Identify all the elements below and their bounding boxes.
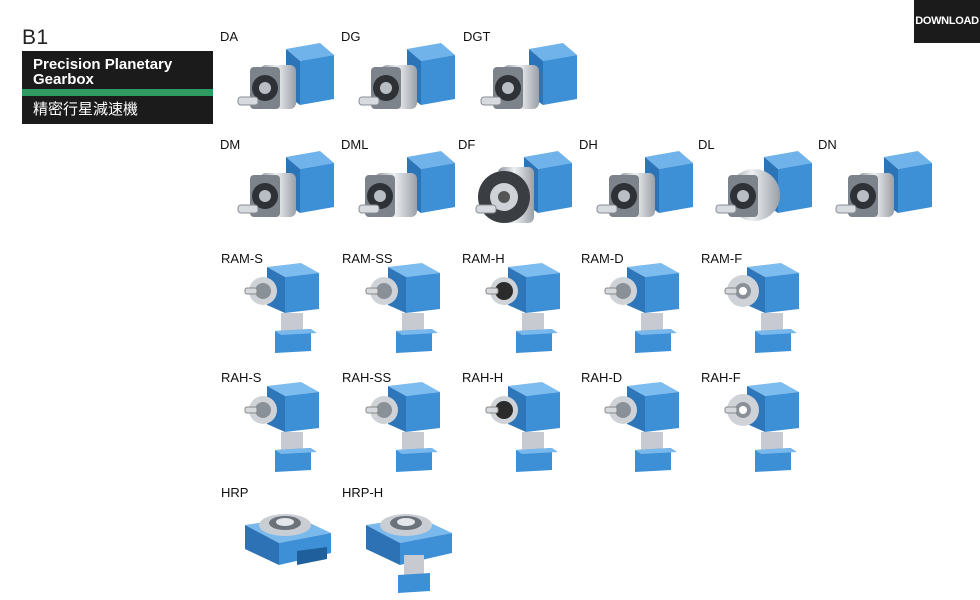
product-card-ram-h[interactable]: RAM-H: [462, 251, 580, 361]
gearbox-image-dm[interactable]: [236, 147, 336, 247]
product-card-rah-s[interactable]: RAH-S: [221, 370, 339, 480]
housing-side: [543, 55, 577, 105]
gearbox-image-hrp[interactable]: [237, 495, 337, 595]
gearbox-image-ram-h[interactable]: [478, 261, 578, 361]
housing-side: [421, 163, 455, 213]
housing-top: [529, 43, 577, 61]
housing-side: [778, 163, 812, 213]
housing-top: [286, 151, 334, 169]
housing-top: [286, 43, 334, 61]
gearbox-image-da[interactable]: [236, 39, 336, 139]
product-label: RAM-S: [221, 251, 263, 266]
gearbox-image-ram-ss[interactable]: [358, 261, 458, 361]
product-card-df[interactable]: DF: [458, 137, 576, 247]
section-code: B1: [22, 26, 49, 49]
product-label: RAH-H: [462, 370, 504, 385]
product-card-dgt[interactable]: DGT: [463, 29, 581, 139]
housing-side: [898, 163, 932, 213]
product-label: RAM-D: [581, 251, 624, 266]
product-card-rah-d[interactable]: RAH-D: [581, 370, 699, 480]
gearbox-image-dl[interactable]: [714, 147, 814, 247]
gearbox-image-dg[interactable]: [357, 39, 457, 139]
product-label: RAH-F: [701, 370, 741, 385]
product-card-dg[interactable]: DG: [341, 29, 459, 139]
housing-top: [407, 43, 455, 61]
gearbox-image-dn[interactable]: [834, 147, 934, 247]
gearbox-image-rah-d[interactable]: [597, 380, 697, 480]
product-card-da[interactable]: DA: [220, 29, 338, 139]
gearbox-image-dgt[interactable]: [479, 39, 579, 139]
product-label: RAM-H: [462, 251, 505, 266]
housing-top: [645, 151, 693, 169]
product-label: DML: [341, 137, 369, 152]
gearbox-image-dh[interactable]: [595, 147, 695, 247]
page-subtitle-zh: 精密行星減速機: [33, 101, 139, 118]
product-label: DA: [220, 29, 239, 44]
housing-side: [300, 163, 334, 213]
product-card-rah-f[interactable]: RAH-F: [701, 370, 819, 480]
product-label: HRP-H: [342, 485, 384, 500]
product-card-hrp-h[interactable]: HRP-H: [342, 485, 460, 595]
gearbox-image-rah-f[interactable]: [717, 380, 817, 480]
housing-side: [538, 163, 572, 213]
product-label: DGT: [463, 29, 491, 44]
gearbox-image-ram-f[interactable]: [717, 261, 817, 361]
product-card-ram-ss[interactable]: RAM-SS: [342, 251, 460, 361]
gearbox-image-df[interactable]: [474, 147, 574, 247]
gearbox-image-rah-h[interactable]: [478, 380, 578, 480]
product-label: RAH-S: [221, 370, 262, 385]
product-card-rah-ss[interactable]: RAH-SS: [342, 370, 460, 480]
product-label: DL: [698, 137, 715, 152]
product-label: RAM-F: [701, 251, 743, 266]
product-card-ram-d[interactable]: RAM-D: [581, 251, 699, 361]
product-label: DH: [579, 137, 598, 152]
product-card-dh[interactable]: DH: [579, 137, 697, 247]
title-stripe: [22, 89, 213, 96]
gearbox-image-rah-s[interactable]: [237, 380, 337, 480]
housing-top: [884, 151, 932, 169]
product-card-dl[interactable]: DL: [698, 137, 816, 247]
gearbox-image-dml[interactable]: [357, 147, 457, 247]
product-card-ram-f[interactable]: RAM-F: [701, 251, 819, 361]
product-card-ram-s[interactable]: RAM-S: [221, 251, 339, 361]
product-card-hrp[interactable]: HRP: [221, 485, 339, 595]
product-card-rah-h[interactable]: RAH-H: [462, 370, 580, 480]
product-label: RAH-D: [581, 370, 623, 385]
product-label: DG: [341, 29, 361, 44]
product-card-dm[interactable]: DM: [220, 137, 338, 247]
housing-side: [300, 55, 334, 105]
housing-side: [421, 55, 455, 105]
download-button[interactable]: DOWNLOAD: [914, 0, 980, 43]
product-card-dml[interactable]: DML: [341, 137, 459, 247]
product-label: HRP: [221, 485, 249, 500]
housing-top: [524, 151, 572, 169]
product-card-dn[interactable]: DN: [818, 137, 936, 247]
product-label: DN: [818, 137, 837, 152]
housing-top: [764, 151, 812, 169]
housing-side: [659, 163, 693, 213]
product-label: RAH-SS: [342, 370, 392, 385]
product-label: RAM-SS: [342, 251, 393, 266]
page-title: Precision Planetary Gearbox: [33, 56, 173, 88]
gearbox-image-rah-ss[interactable]: [358, 380, 458, 480]
title-block: Precision Planetary Gearbox 精密行星減速機: [22, 51, 213, 124]
product-label: DM: [220, 137, 241, 152]
housing-top: [407, 151, 455, 169]
gearbox-image-ram-d[interactable]: [597, 261, 697, 361]
gearbox-image-hrp-h[interactable]: [358, 495, 458, 595]
gearbox-image-ram-s[interactable]: [237, 261, 337, 361]
product-label: DF: [458, 137, 476, 152]
